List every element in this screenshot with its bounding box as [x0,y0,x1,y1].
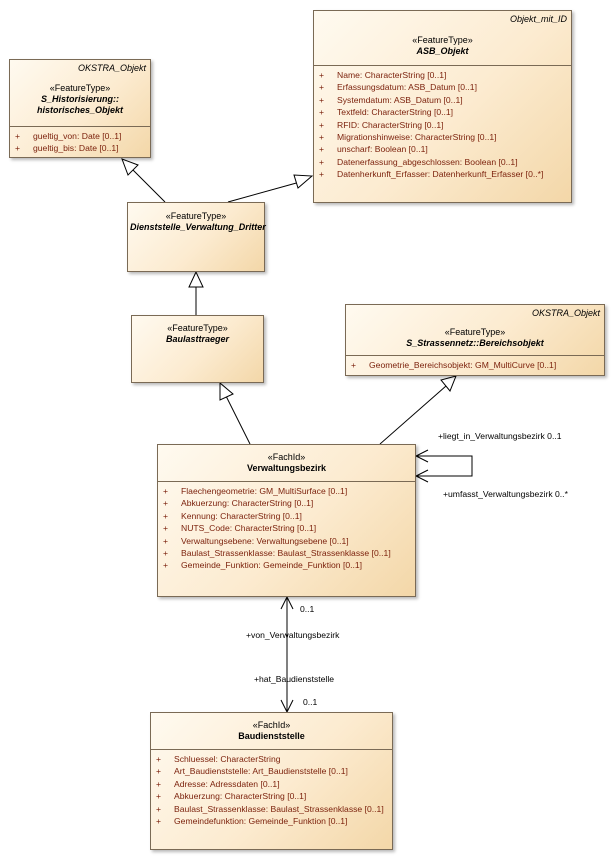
attribute: Verwaltungsebene: Verwaltungsebene [0..1… [158,535,415,548]
class-name: Baulasttraeger [165,334,230,344]
attribute-list: Geometrie_Bereichsobjekt: GM_MultiCurve … [346,355,604,372]
attribute: NUTS_Code: CharacterString [0..1] [158,522,415,535]
generalization-arrowhead [293,174,314,189]
attribute: Systemdatum: ASB_Datum [0..1] [314,94,571,107]
attribute: Name: CharacterString [0..1] [314,69,571,82]
class-dienststelle-verwaltung-dritter[interactable]: «FeatureType» Dienststelle_Verwaltung_Dr… [127,202,266,272]
class-verwaltungsbezirk[interactable]: «FachId» Verwaltungsbezirk Flaechengeome… [157,444,416,597]
attribute: Adresse: Adressdaten [0..1] [151,778,392,791]
attribute: Textfeld: CharacterString [0..1] [314,106,571,119]
self-association-arrow [414,469,429,483]
generalization-line [379,385,447,445]
class-stereotype: «FeatureType» [412,35,473,45]
attribute: Datenerfassung_abgeschlossen: Boolean [0… [314,156,571,169]
attribute: gueltig_bis: Date [0..1] [10,142,150,155]
multiplicity-label: 0..1 [303,697,318,707]
class-asb-objekt[interactable]: Objekt_mit_ID «FeatureType» ASB_Objekt N… [313,10,572,203]
attribute-list: Name: CharacterString [0..1] Erfassungsd… [314,65,571,181]
generalization-arrowhead [219,381,234,401]
class-name: Dienststelle_Verwaltung_Dritter [130,222,266,232]
attribute-list: gueltig_von: Date [0..1] gueltig_bis: Da… [10,126,150,155]
role-label-hat-baudienststelle: +hat_Baudienststelle [254,674,335,684]
association-label-liegt-in: +liegt_in_Verwaltungsbezirk 0..1 [438,431,562,441]
class-name: Baudienststelle [238,731,305,741]
attribute: Kennung: CharacterString [0..1] [158,510,415,523]
attribute: Flaechengeometrie: GM_MultiSurface [0..1… [158,485,415,498]
generalization-arrowhead [121,158,139,176]
attribute: Migrationshinweise: CharacterString [0..… [314,131,571,144]
self-association-arrow [414,449,429,463]
class-name: historisches_Objekt [36,105,124,115]
self-association-line [416,455,473,477]
attribute: Gemeindefunktion: Gemeinde_Funktion [0..… [151,815,392,828]
generalization-arrowhead [188,270,204,288]
class-stereotype: «FeatureType» [165,211,227,221]
class-name: ASB_Objekt [416,46,469,56]
class-namespace: OKSTRA_Objekt [531,308,600,318]
class-historisches-objekt[interactable]: OKSTRA_Objekt «FeatureType» S_Historisie… [9,59,151,158]
attribute: gueltig_von: Date [0..1] [10,130,150,143]
association-label-umfasst: +umfasst_Verwaltungsbezirk 0..* [443,489,568,499]
generalization-arrowhead [440,375,457,392]
attribute: Gemeinde_Funktion: Gemeinde_Funktion [0.… [158,559,415,572]
class-name: S_Historisierung:: [40,94,119,104]
generalization-line [227,181,301,203]
multiplicity-label: 0..1 [300,604,315,614]
class-stereotype: «FachId» [252,720,291,730]
class-bereichsobjekt[interactable]: OKSTRA_Objekt «FeatureType» S_Strassenne… [345,304,605,376]
class-stereotype: «FachId» [267,452,306,462]
attribute: RFID: CharacterString [0..1] [314,119,571,132]
attribute: Abkuerzung: CharacterString [0..1] [151,790,392,803]
attribute: Baulast_Strassenklasse: Baulast_Strassen… [151,803,392,816]
attribute: Art_Baudienststelle: Art_Baudienststelle… [151,765,392,778]
attribute: Geometrie_Bereichsobjekt: GM_MultiCurve … [346,359,604,372]
class-namespace: OKSTRA_Objekt [77,63,146,73]
class-name: Verwaltungsbezirk [246,463,327,473]
role-label-von-verwaltungsbezirk: +von_Verwaltungsbezirk [246,630,340,640]
generalization-line [131,168,166,203]
attribute-list: Schluessel: CharacterString Art_Baudiens… [151,749,392,828]
attribute: unscharf: Boolean [0..1] [314,143,571,156]
class-name: S_Strassennetz::Bereichsobjekt [406,338,544,348]
class-baulasttraeger[interactable]: «FeatureType» Baulasttraeger [131,315,264,383]
class-namespace: Objekt_mit_ID [509,14,567,24]
attribute: Abkuerzung: CharacterString [0..1] [158,497,415,510]
class-stereotype: «FeatureType» [444,327,506,337]
attribute: Erfassungsdatum: ASB_Datum [0..1] [314,81,571,94]
class-baudienststelle[interactable]: «FachId» Baudienststelle Schluessel: Cha… [150,712,393,850]
attribute-list: Flaechengeometrie: GM_MultiSurface [0..1… [158,481,415,572]
class-stereotype: «FeatureType» [167,323,228,333]
attribute: Datenherkunft_Erfasser: Datenherkunft_Er… [314,168,571,181]
attribute: Schluessel: CharacterString [151,753,392,766]
attribute: Baulast_Strassenklasse: Baulast_Strassen… [158,547,415,560]
class-stereotype: «FeatureType» [49,83,111,93]
generalization-line [225,395,251,445]
association-arrow-up [280,595,294,610]
